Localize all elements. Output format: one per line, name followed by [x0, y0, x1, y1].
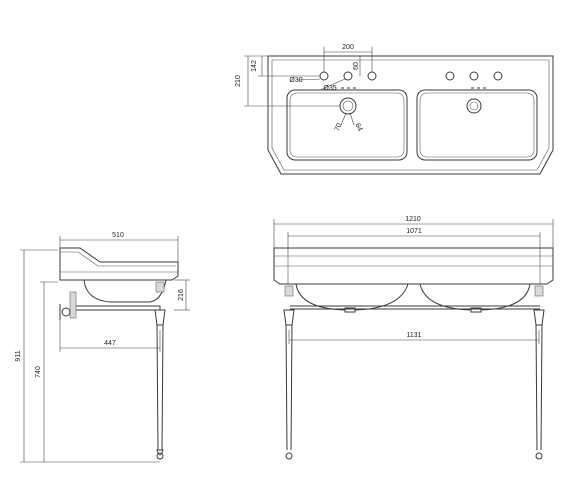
side-basin-body: [59, 247, 179, 281]
dim-inner-width-label: 1071: [406, 228, 422, 235]
side-rail: [73, 305, 161, 311]
dim-total-height-label: 911: [15, 350, 22, 361]
front-left-leg: [283, 285, 295, 460]
plan-tap-hole-3: [367, 71, 377, 81]
plan-right-bowl-inner: [419, 92, 535, 158]
plan-inner-outline: [271, 59, 550, 171]
dim-depth-total-label: 210: [235, 75, 242, 87]
dim-depth-tap-label: 142: [251, 60, 258, 72]
dim-width-label: 1210: [405, 216, 421, 223]
plan-left-bowl: [286, 89, 408, 161]
plan-right-waste: [466, 98, 482, 114]
plan-tap-hole-6: [493, 71, 503, 81]
front-dimension-lines: [273, 219, 554, 344]
plan-dimension-lines: [244, 47, 373, 126]
dim-leg-span-label: 1131: [406, 332, 421, 339]
dim-leg-reach-label: 447: [104, 340, 116, 347]
plan-right-bowl: [416, 89, 538, 161]
plan-tap-hole-5: [469, 71, 479, 81]
plan-left-bowl-inner: [289, 92, 405, 158]
side-view: 510 216 447 911 740: [15, 232, 190, 463]
plan-view: 200 210 142 60 Ø30 Ø35 70 64: [235, 44, 554, 175]
dim-bowl-height-label: 216: [178, 289, 185, 301]
plan-tap-hole-1: [319, 71, 329, 81]
side-under-bowl: [83, 279, 167, 303]
dim-depth-label: 510: [112, 232, 124, 239]
plan-tap-hole-4: [445, 71, 455, 81]
front-view: 1210 1071 1131: [273, 216, 554, 460]
side-dimension-lines: [20, 236, 190, 463]
dim-tap-spacing-label: 200: [342, 44, 354, 51]
dim-waste-70-label: 70: [334, 122, 344, 132]
plan-outline: [267, 55, 554, 175]
plan-tap-hole-2: [343, 71, 353, 81]
side-front-leg: [154, 281, 166, 460]
dim-hole-large-label: Ø35: [323, 85, 336, 92]
plan-left-waste: [339, 97, 357, 115]
dim-waste-64-label: 64: [354, 122, 364, 132]
dim-rim-height-label: 740: [35, 366, 42, 378]
front-right-leg: [533, 285, 545, 460]
side-wall-bracket: [59, 291, 77, 320]
dim-tap-offset-label: 60: [353, 62, 360, 70]
dim-hole-small-label: Ø30: [289, 77, 302, 84]
